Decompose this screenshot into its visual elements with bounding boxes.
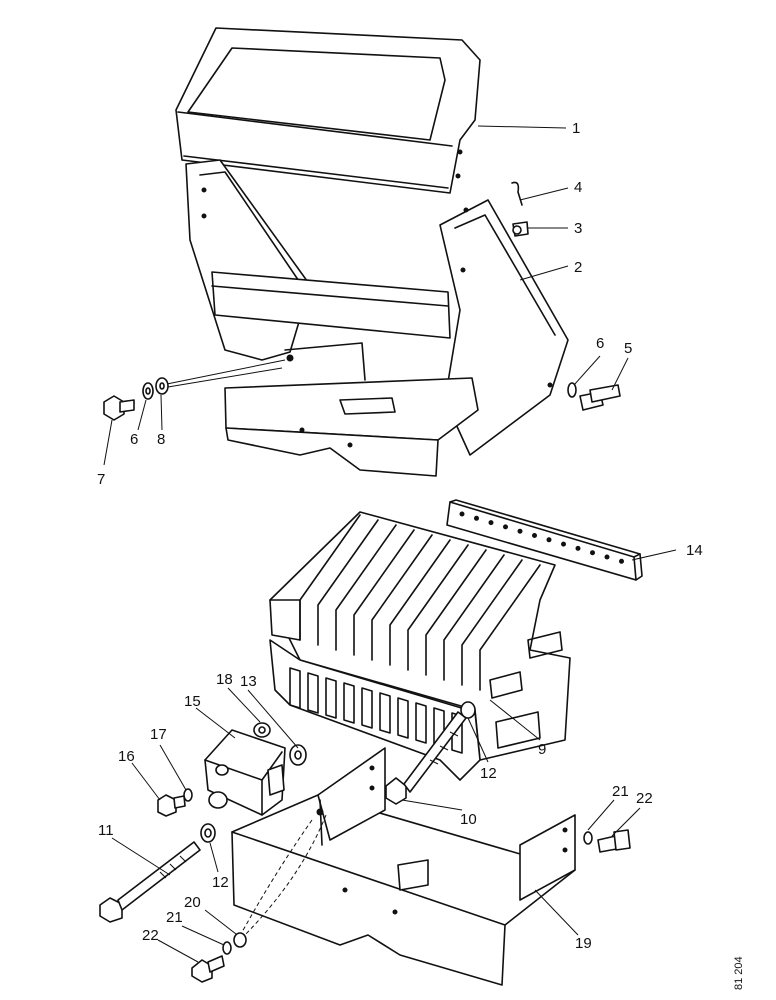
strip-hole bbox=[619, 558, 624, 564]
weight-rib bbox=[389, 539, 451, 666]
callout-10: 10 bbox=[460, 811, 477, 828]
part-6-washer-right bbox=[567, 382, 577, 398]
callout-21-right: 21 bbox=[612, 783, 629, 800]
part-7-bolt-left bbox=[103, 395, 135, 421]
weight-slot bbox=[415, 702, 427, 744]
callout-4: 4 bbox=[574, 179, 582, 196]
weight-rib bbox=[317, 519, 379, 646]
callout-19: 19 bbox=[575, 935, 592, 952]
leader-dashed-19 bbox=[239, 814, 327, 941]
callout-8: 8 bbox=[157, 431, 165, 448]
callout-16: 16 bbox=[118, 748, 135, 765]
strip-hole bbox=[459, 511, 465, 517]
part-13-spacer bbox=[289, 744, 307, 766]
callout-11: 11 bbox=[98, 822, 114, 839]
weight-rib bbox=[299, 514, 361, 641]
strip-hole bbox=[546, 537, 552, 543]
callout-6-left: 6 bbox=[130, 431, 138, 448]
part-14-perforated-strip bbox=[446, 499, 643, 581]
callout-12-lower: 12 bbox=[212, 874, 229, 891]
callout-21-left: 21 bbox=[166, 909, 183, 926]
part-3-clevis-pin bbox=[512, 221, 529, 237]
callout-9: 9 bbox=[538, 741, 546, 758]
callout-6-right: 6 bbox=[596, 335, 604, 352]
callout-22-left: 22 bbox=[142, 927, 159, 944]
callout-13: 13 bbox=[240, 673, 257, 690]
part-19-lower-carrier bbox=[231, 747, 576, 986]
part-12-washer-upper bbox=[460, 701, 476, 719]
weight-rib bbox=[425, 549, 487, 676]
strip-hole bbox=[517, 528, 523, 534]
part-2-frame bbox=[185, 159, 569, 477]
weight-slot bbox=[397, 697, 409, 739]
part-22-bolt-right bbox=[597, 829, 631, 853]
part-8-nut-left bbox=[155, 377, 169, 395]
weight-rib bbox=[335, 524, 397, 651]
weight-rib bbox=[461, 559, 523, 686]
part-11-long-bolt bbox=[99, 841, 201, 923]
strip-hole bbox=[604, 554, 610, 560]
part-22-bolt-left bbox=[191, 955, 225, 983]
callout-12-upper: 12 bbox=[480, 765, 497, 782]
part-5-bolt-right bbox=[579, 384, 621, 411]
strip-hole bbox=[561, 541, 566, 547]
callout-2: 2 bbox=[574, 259, 582, 276]
part-21-washer-left bbox=[222, 941, 232, 955]
callout-1: 1 bbox=[572, 120, 580, 137]
weight-slot bbox=[343, 682, 355, 724]
part-17-washer bbox=[183, 788, 193, 802]
leader-dashed-20 bbox=[234, 819, 313, 946]
callout-17: 17 bbox=[150, 726, 167, 743]
callout-labels: 1 2 3 4 5 6 6 7 8 9 10 11 12 12 13 14 15… bbox=[97, 120, 745, 990]
weight-rib bbox=[479, 564, 541, 691]
part-20-nut bbox=[233, 932, 247, 948]
part-9-weight-stack bbox=[269, 511, 571, 781]
strip-hole bbox=[575, 545, 581, 551]
callout-22-right: 22 bbox=[636, 790, 653, 807]
part-1-top-guard bbox=[175, 27, 481, 194]
strip-hole bbox=[474, 515, 479, 521]
callout-14: 14 bbox=[686, 542, 703, 559]
callout-15: 15 bbox=[184, 693, 201, 710]
weight-rib bbox=[443, 554, 505, 681]
weight-slot bbox=[289, 667, 301, 709]
weight-slot bbox=[379, 692, 391, 734]
leader-8-hole bbox=[161, 359, 286, 386]
weight-slot bbox=[307, 672, 319, 714]
figure-reference: 81 204 bbox=[733, 956, 745, 990]
part-18-nut bbox=[253, 722, 271, 738]
leader-lines bbox=[103, 125, 677, 963]
weight-slot bbox=[325, 677, 337, 719]
part-16-bolt bbox=[157, 794, 186, 817]
weight-rib bbox=[353, 529, 415, 656]
weight-slot bbox=[361, 687, 373, 729]
callout-18: 18 bbox=[216, 671, 233, 688]
callout-20: 20 bbox=[184, 894, 201, 911]
part-12-washer-lower bbox=[200, 823, 216, 843]
strip-hole bbox=[532, 533, 537, 538]
part-15-bracket bbox=[204, 729, 286, 816]
callout-3: 3 bbox=[574, 220, 582, 237]
strip-hole bbox=[488, 520, 494, 526]
weight-rib bbox=[371, 534, 433, 661]
part-4-split-pin bbox=[511, 181, 523, 206]
weight-rib bbox=[407, 544, 469, 671]
leader-6-hole bbox=[161, 367, 283, 389]
strip-hole bbox=[590, 550, 595, 556]
callout-7: 7 bbox=[97, 471, 105, 488]
part-6-washer-left bbox=[142, 382, 154, 400]
strip-hole bbox=[503, 524, 508, 530]
part-21-washer-right bbox=[583, 831, 593, 845]
callout-5: 5 bbox=[624, 340, 632, 357]
